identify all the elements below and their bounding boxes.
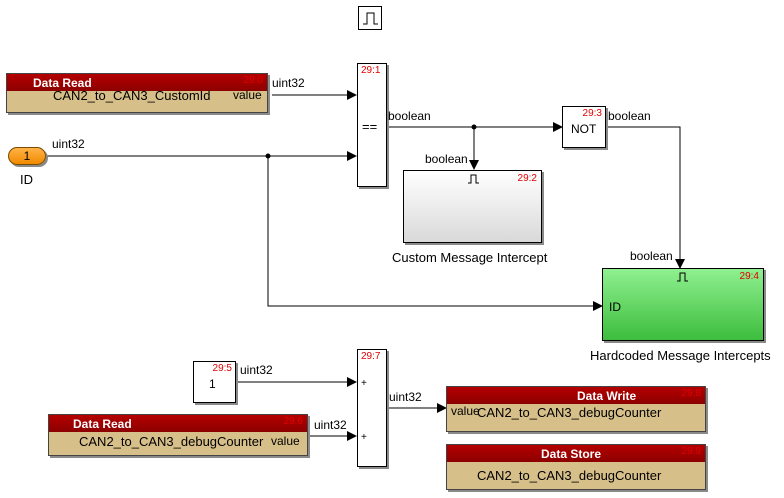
data-store-name: CAN2_to_CAN3_debugCounter: [477, 405, 662, 420]
execution-order: 29:0: [243, 75, 263, 86]
constant-block[interactable]: 29:5 1: [193, 361, 236, 403]
relational-operator-block[interactable]: 29:1 ==: [357, 63, 387, 187]
signal-label-const: uint32: [240, 363, 273, 377]
execution-order: 29:5: [212, 363, 232, 374]
execution-order: 29:9: [681, 446, 701, 457]
data-read-debug-counter-block[interactable]: Data Read 29:6 CAN2_to_CAN3_debugCounter…: [48, 414, 308, 456]
output-port-label: value: [271, 434, 300, 448]
input-port-label: value: [451, 404, 480, 418]
not-block[interactable]: 29:3 NOT: [562, 106, 606, 148]
hardcoded-message-intercepts-block[interactable]: 29:4 ID: [602, 268, 764, 341]
block-title: Data Read: [73, 417, 132, 431]
inport-name: ID: [20, 172, 33, 187]
sum-sign-1: +: [361, 378, 367, 389]
execution-order: 29:1: [361, 65, 381, 76]
signal-label-intercept: boolean: [425, 152, 468, 166]
custom-message-intercept-block[interactable]: 29:2: [403, 170, 542, 243]
branch-point-id: [265, 153, 271, 159]
execution-order: 29:8: [681, 388, 701, 399]
sum-sign-2: +: [361, 432, 367, 443]
input-port-label: ID: [609, 300, 621, 314]
data-store-name: CAN2_to_CAN3_debugCounter: [79, 434, 264, 449]
not-label: NOT: [571, 122, 597, 136]
data-store-name: CAN2_to_CAN3_debugCounter: [477, 468, 662, 483]
execution-order: 29:7: [361, 351, 381, 362]
pulse-icon: [677, 272, 688, 282]
execution-order: 29:6: [283, 416, 303, 427]
hardcoded-intercepts-name: Hardcoded Message Intercepts: [590, 348, 771, 363]
wire-id-to-hardcoded: [267, 156, 603, 311]
block-title: Data Store: [541, 447, 602, 461]
data-read-custom-id-block[interactable]: Data Read 29:0 CAN2_to_CAN3_CustomId val…: [6, 73, 268, 113]
signal-label-eq: boolean: [388, 109, 431, 123]
operator-symbol: ==: [362, 119, 378, 134]
signal-label-id: uint32: [52, 137, 85, 151]
data-store-memory-block[interactable]: Data Store 29:9 CAN2_to_CAN3_debugCounte…: [446, 444, 706, 490]
execution-order: 29:3: [582, 108, 602, 119]
constant-value: 1: [209, 377, 216, 391]
signal-label-debug-read: uint32: [314, 418, 347, 432]
sum-block[interactable]: 29:7 + +: [357, 349, 387, 467]
wire-not-to-hardcoded: [606, 126, 685, 269]
pulse-icon: [363, 12, 378, 25]
signal-label-sum: uint32: [389, 390, 422, 404]
signal-label-hardcoded: boolean: [630, 249, 673, 263]
block-title: Data Write: [577, 389, 637, 403]
execution-order: 29:2: [517, 173, 537, 184]
block-title: Data Read: [33, 76, 92, 90]
pulse-icon: [468, 174, 479, 184]
branch-point-eq: [471, 124, 477, 130]
execution-order: 29:4: [739, 271, 759, 282]
inport-id[interactable]: 1: [8, 147, 46, 165]
output-port-label: value: [233, 88, 262, 102]
signal-label-custom-id: uint32: [272, 76, 305, 90]
custom-intercept-name: Custom Message Intercept: [392, 250, 548, 265]
data-store-name: CAN2_to_CAN3_CustomId: [53, 88, 211, 103]
data-write-debug-counter-block[interactable]: Data Write 29:8 value CAN2_to_CAN3_debug…: [446, 386, 706, 432]
inport-number: 1: [23, 149, 31, 163]
signal-label-not: boolean: [608, 109, 651, 123]
top-pulse-block[interactable]: [358, 6, 382, 30]
